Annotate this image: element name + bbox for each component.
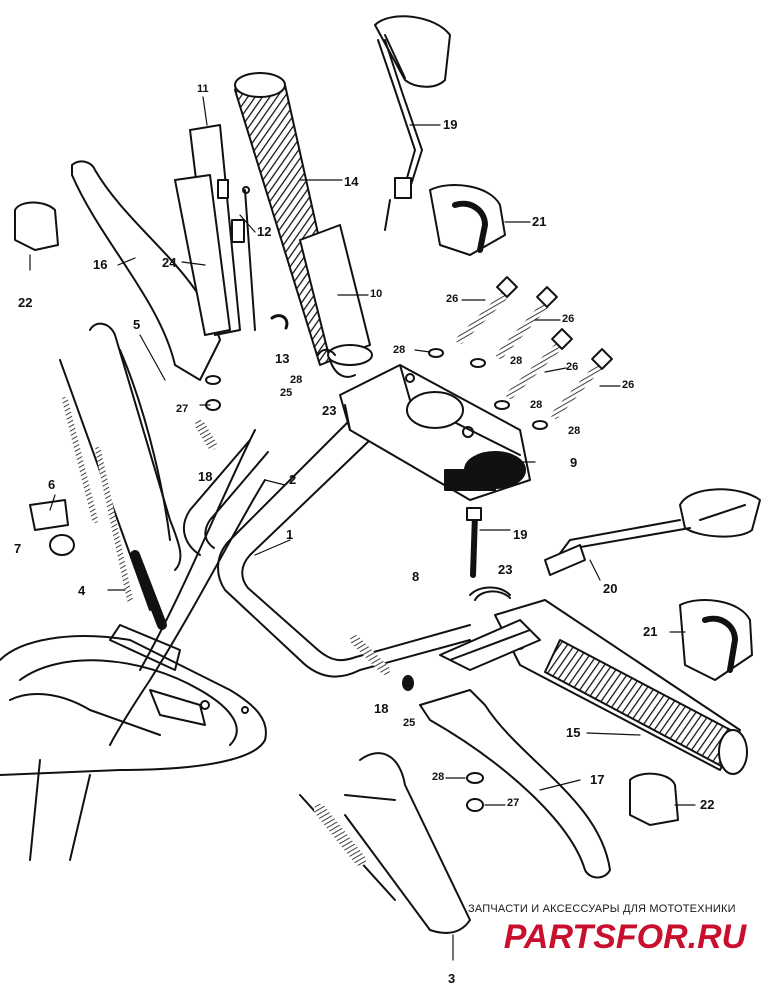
callout-25-right: 25 [403,717,416,729]
right-grip [469,586,748,775]
callout-19-top: 19 [443,117,458,132]
cables [59,322,471,934]
callout-14: 14 [344,174,359,189]
callout-10: 10 [370,288,383,300]
mirror-right [544,488,761,576]
headlight-case [0,624,267,861]
callout-27-right: 27 [507,797,520,809]
callout-28-d: 28 [568,425,581,437]
callout-18-right: 18 [374,701,389,716]
callout-4: 4 [78,583,86,598]
handlebar [182,419,471,678]
callout-26-b: 26 [562,313,575,325]
callout-2: 2 [289,472,297,487]
lever-bracket [439,619,541,671]
callout-1: 1 [286,527,294,542]
callout-28-b: 28 [510,355,523,367]
front-brake-lever [419,689,611,879]
callout-22-left: 22 [18,295,33,310]
callout-5: 5 [133,317,141,332]
callout-21-bottom: 21 [643,624,658,639]
callout-26-a: 26 [446,293,459,305]
washers [205,348,548,812]
callout-16: 16 [93,257,108,272]
callout-26-d: 26 [622,379,635,391]
watermark-logo-text: PARTSFOR.RU [504,918,748,956]
callout-24: 24 [162,255,177,270]
mirror-left [374,15,451,231]
callout-3: 3 [448,971,456,986]
callout-27-left: 27 [176,403,189,415]
clamps [14,184,753,826]
callout-17: 17 [590,772,605,787]
callout-18-left: 18 [198,469,213,484]
small-fasteners [29,314,511,691]
callout-21-top: 21 [532,214,547,229]
bolts [456,276,613,578]
callout-28-a: 28 [393,344,406,356]
watermark-caption: ЗАПЧАСТИ И АКСЕССУАРЫ ДЛЯ МОТОТЕХНИКИ [468,903,736,915]
callout-15: 15 [566,725,581,740]
watermark-logo: PARTSFOR.RU [504,918,748,956]
handlebar-upper-holder [339,364,531,501]
callout-6: 6 [48,477,56,492]
callout-19-bottom: 19 [513,527,528,542]
callout-26-c: 26 [566,361,579,373]
callout-23-right: 23 [498,562,513,577]
callout-12: 12 [257,224,272,239]
callout-28-f: 28 [290,374,303,386]
switch-assembly [174,124,256,336]
callout-8: 8 [412,569,420,584]
callout-20: 20 [603,581,618,596]
callout-25-left: 25 [280,387,293,399]
callout-28-c: 28 [530,399,543,411]
callout-13: 13 [275,351,290,366]
callout-22-right: 22 [700,797,715,812]
callout-7: 7 [14,541,22,556]
callout-9: 9 [570,455,578,470]
callout-11: 11 [197,83,209,95]
callout-28-e: 28 [432,771,445,783]
callout-23-left: 23 [322,403,337,418]
leader-lines [29,96,696,961]
throttle-grip-assembly [234,72,373,378]
